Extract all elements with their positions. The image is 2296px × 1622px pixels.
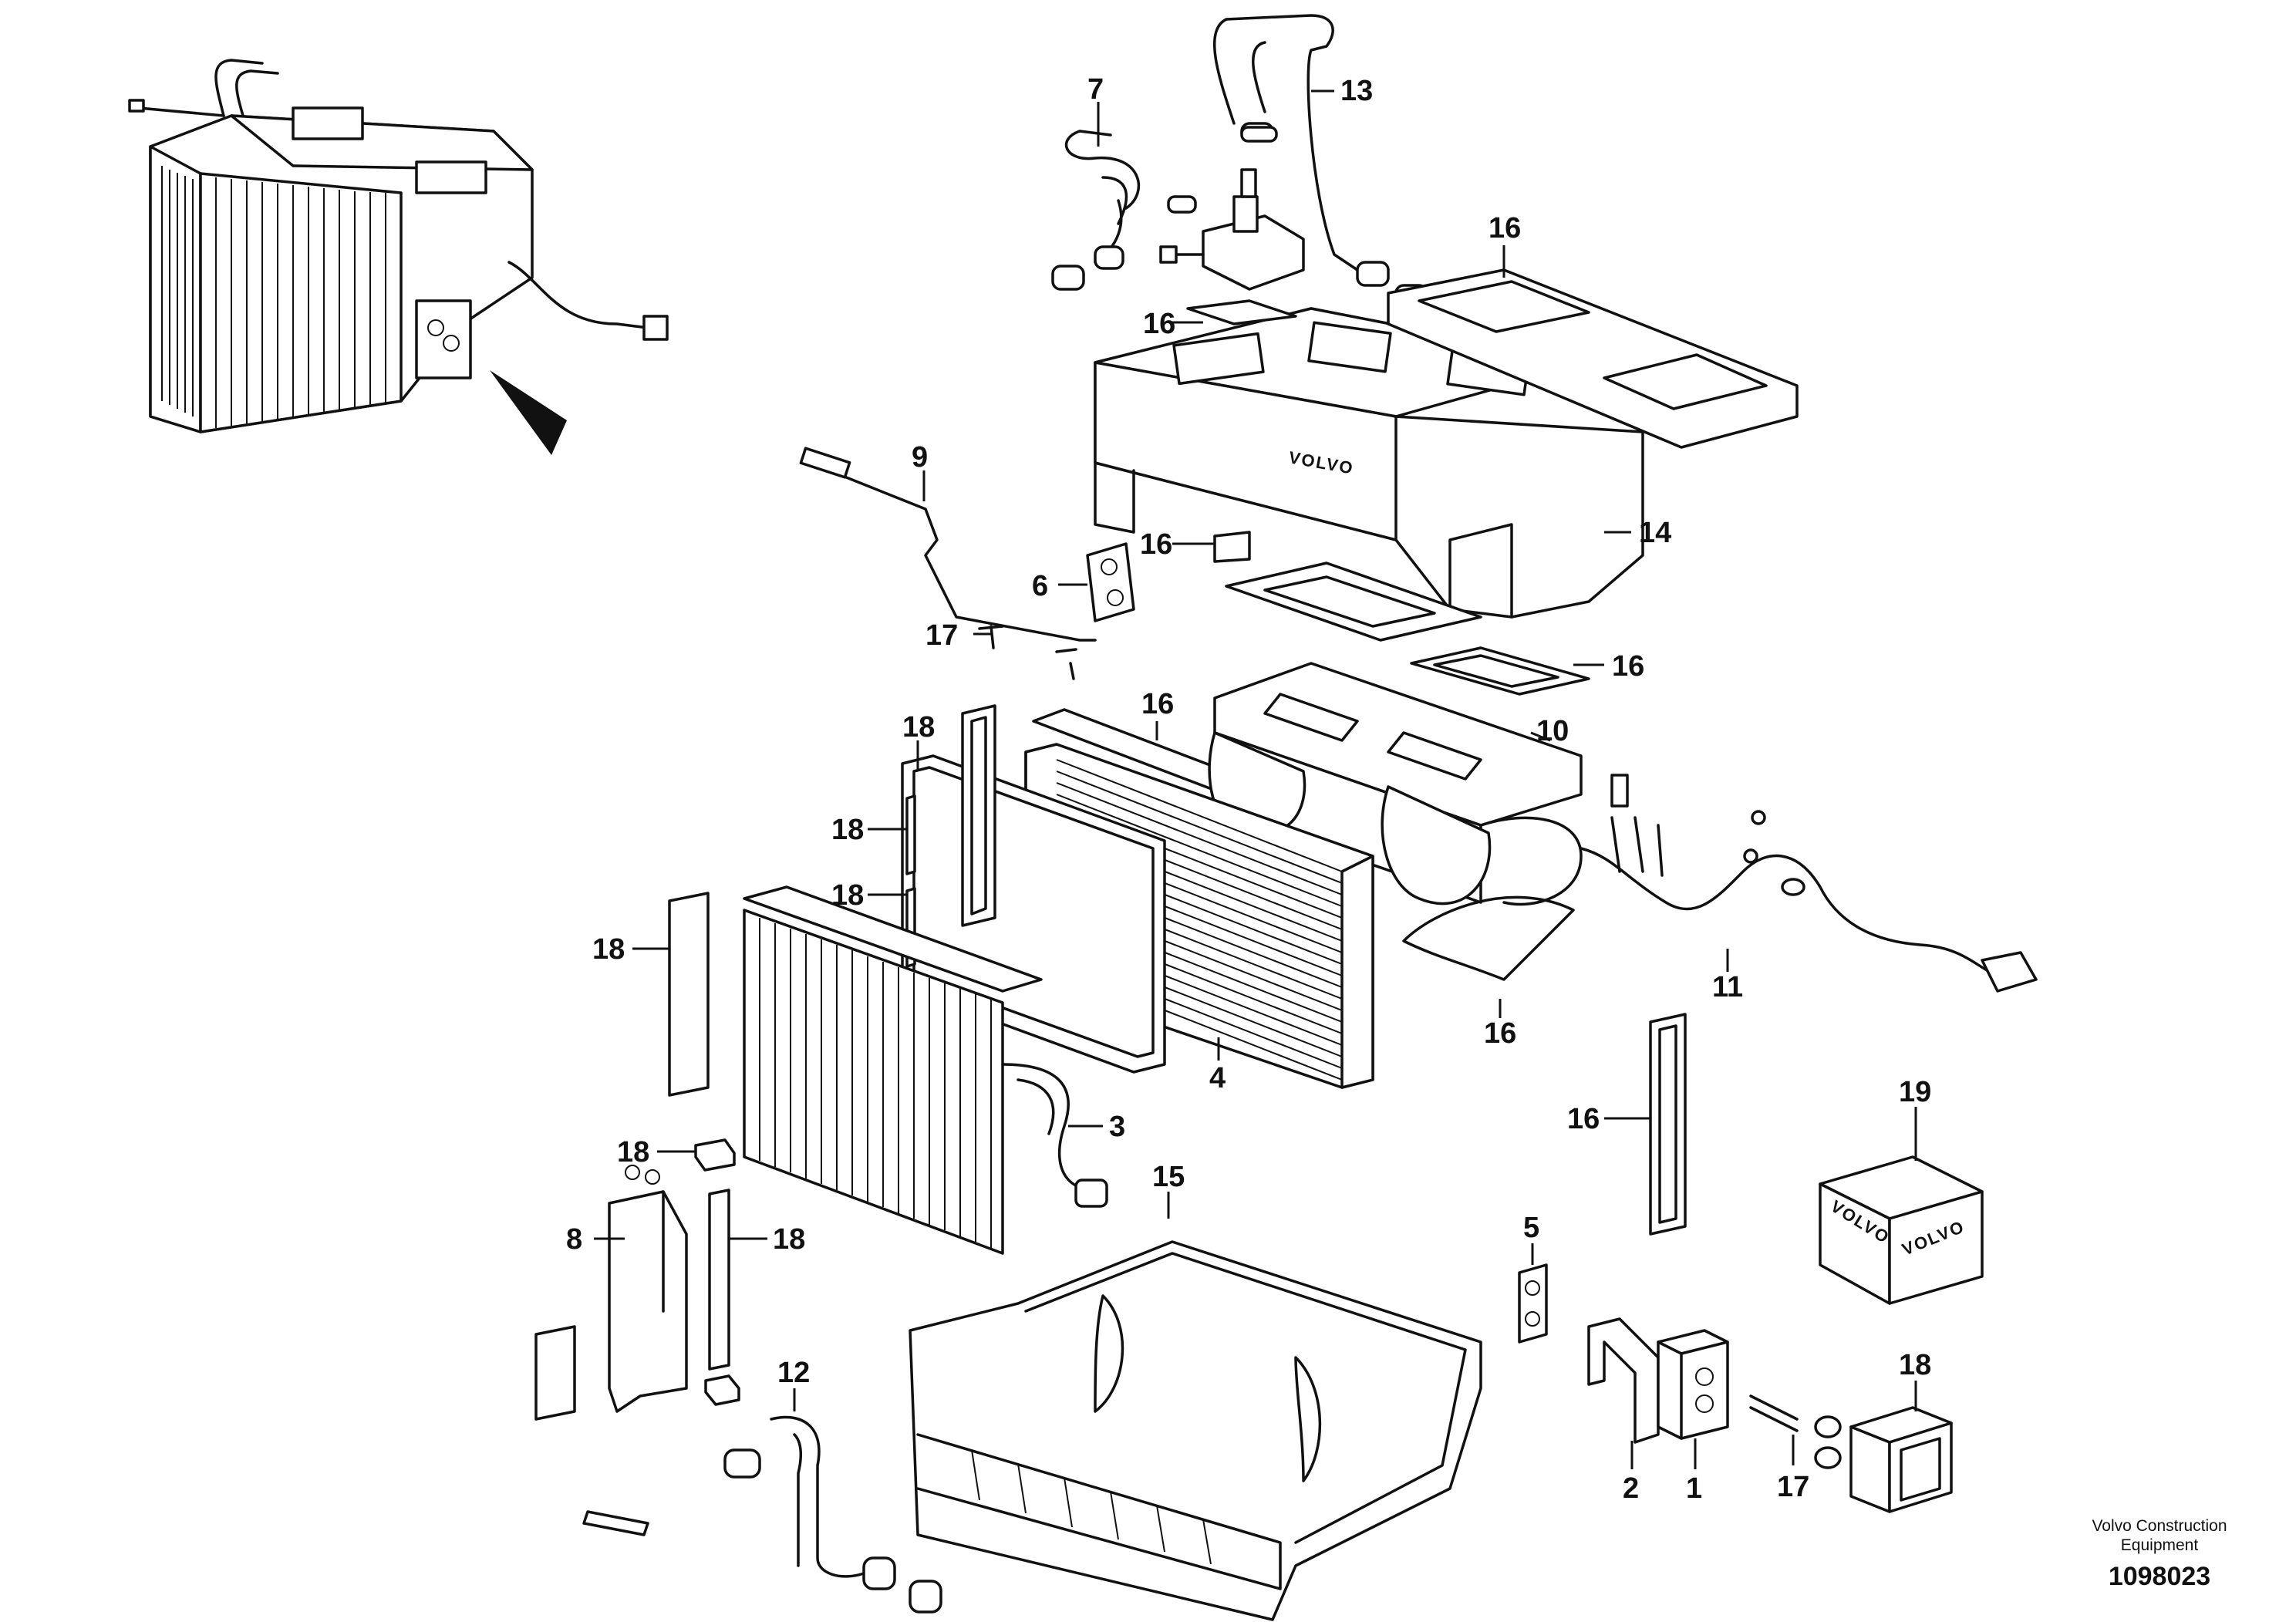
callout-16-square: 16 bbox=[1140, 528, 1172, 561]
callout-18-block: 18 bbox=[617, 1136, 649, 1168]
part-12-hose bbox=[723, 1415, 942, 1614]
callout-13: 13 bbox=[1340, 75, 1373, 107]
part-16-lower-seal bbox=[1410, 646, 1590, 696]
part-16-curved-sheet bbox=[1402, 895, 1575, 981]
part-18-small-block bbox=[694, 1138, 736, 1172]
callout-16-top: 16 bbox=[1489, 212, 1521, 244]
part-18-bottom-block bbox=[704, 1374, 740, 1406]
callout-9: 9 bbox=[912, 441, 928, 474]
callout-3: 3 bbox=[1109, 1111, 1125, 1143]
decal-strip bbox=[582, 1510, 649, 1536]
leader-lines bbox=[594, 89, 1917, 1469]
callout-4: 4 bbox=[1209, 1062, 1226, 1094]
part-16-small-pad bbox=[1186, 299, 1297, 325]
callout-10: 10 bbox=[1536, 715, 1569, 747]
expansion-valve-illustration bbox=[1159, 126, 1305, 291]
callout-7: 7 bbox=[1087, 73, 1104, 106]
part-17-bolts bbox=[1749, 1394, 1842, 1469]
callout-2: 2 bbox=[1623, 1472, 1639, 1505]
part-16-rect-seal bbox=[1225, 561, 1482, 642]
callout-16-pad: 16 bbox=[1143, 308, 1175, 340]
part-8-bracket bbox=[608, 1165, 688, 1413]
callout-18-left: 18 bbox=[592, 933, 625, 966]
callout-18-frame: 18 bbox=[902, 711, 935, 744]
part-17-screws bbox=[978, 625, 1077, 680]
part-14-upper-housing: VOLVO bbox=[1094, 307, 1644, 619]
part-16-square-pad bbox=[1213, 531, 1251, 563]
assembled-unit-illustration bbox=[128, 59, 669, 455]
callout-18-strip-b: 18 bbox=[831, 879, 864, 912]
callout-12: 12 bbox=[777, 1357, 810, 1389]
callout-8: 8 bbox=[566, 1223, 582, 1256]
part-19-kit-box: VOLVO VOLVO bbox=[1819, 1155, 1984, 1305]
part-1-valve-block bbox=[1657, 1329, 1729, 1440]
part-2-bracket bbox=[1587, 1317, 1660, 1444]
callout-15: 15 bbox=[1152, 1161, 1185, 1193]
part-18-tall-seal bbox=[961, 704, 996, 927]
brand-line-1: Volvo Construction bbox=[2092, 1517, 2227, 1535]
part-7-hose bbox=[1051, 130, 1141, 291]
callout-16-sheet: 16 bbox=[1484, 1017, 1516, 1050]
part-16-vertical-seal bbox=[1649, 1013, 1687, 1236]
callout-11: 11 bbox=[1712, 971, 1743, 1003]
part-5-grommet bbox=[1518, 1263, 1548, 1344]
callout-16-foam: 16 bbox=[1141, 688, 1174, 720]
callout-17-bottom: 17 bbox=[1777, 1471, 1809, 1503]
callout-6: 6 bbox=[1032, 570, 1048, 602]
part-11-wiring-harness bbox=[1580, 774, 2038, 993]
callout-5: 5 bbox=[1523, 1212, 1539, 1244]
callout-18-sleeve: 18 bbox=[1899, 1349, 1931, 1381]
part-15-lower-housing bbox=[909, 1240, 1482, 1621]
document-number: 1098023 bbox=[2109, 1562, 2210, 1591]
decal-label bbox=[534, 1325, 576, 1421]
callout-19: 19 bbox=[1899, 1076, 1931, 1108]
callout-16-seal: 16 bbox=[1612, 650, 1644, 683]
part-3-evaporator bbox=[743, 885, 1108, 1255]
part-6-bracket bbox=[1086, 542, 1135, 622]
brand-line-2: Equipment bbox=[2121, 1536, 2199, 1554]
part-18-vertical-strip bbox=[708, 1189, 730, 1371]
callout-labels: 7 13 16 16 9 16 6 14 17 16 16 10 18 18 1… bbox=[566, 73, 1931, 1505]
callout-1: 1 bbox=[1686, 1472, 1702, 1505]
part-18-left-foam bbox=[668, 892, 710, 1097]
callout-16-vertical: 16 bbox=[1567, 1103, 1600, 1135]
part-9-sensor bbox=[799, 447, 1097, 642]
callout-14: 14 bbox=[1639, 517, 1671, 549]
view-arrow-icon bbox=[490, 370, 567, 455]
callout-18-strip-a: 18 bbox=[831, 814, 864, 846]
footer: Volvo Construction Equipment 1098023 bbox=[2092, 1517, 2227, 1591]
part-18-strip-a bbox=[905, 794, 916, 875]
callout-17-top: 17 bbox=[925, 619, 958, 652]
part-18-foam-sleeve bbox=[1849, 1406, 1953, 1513]
callout-18-vstrip: 18 bbox=[773, 1223, 805, 1256]
